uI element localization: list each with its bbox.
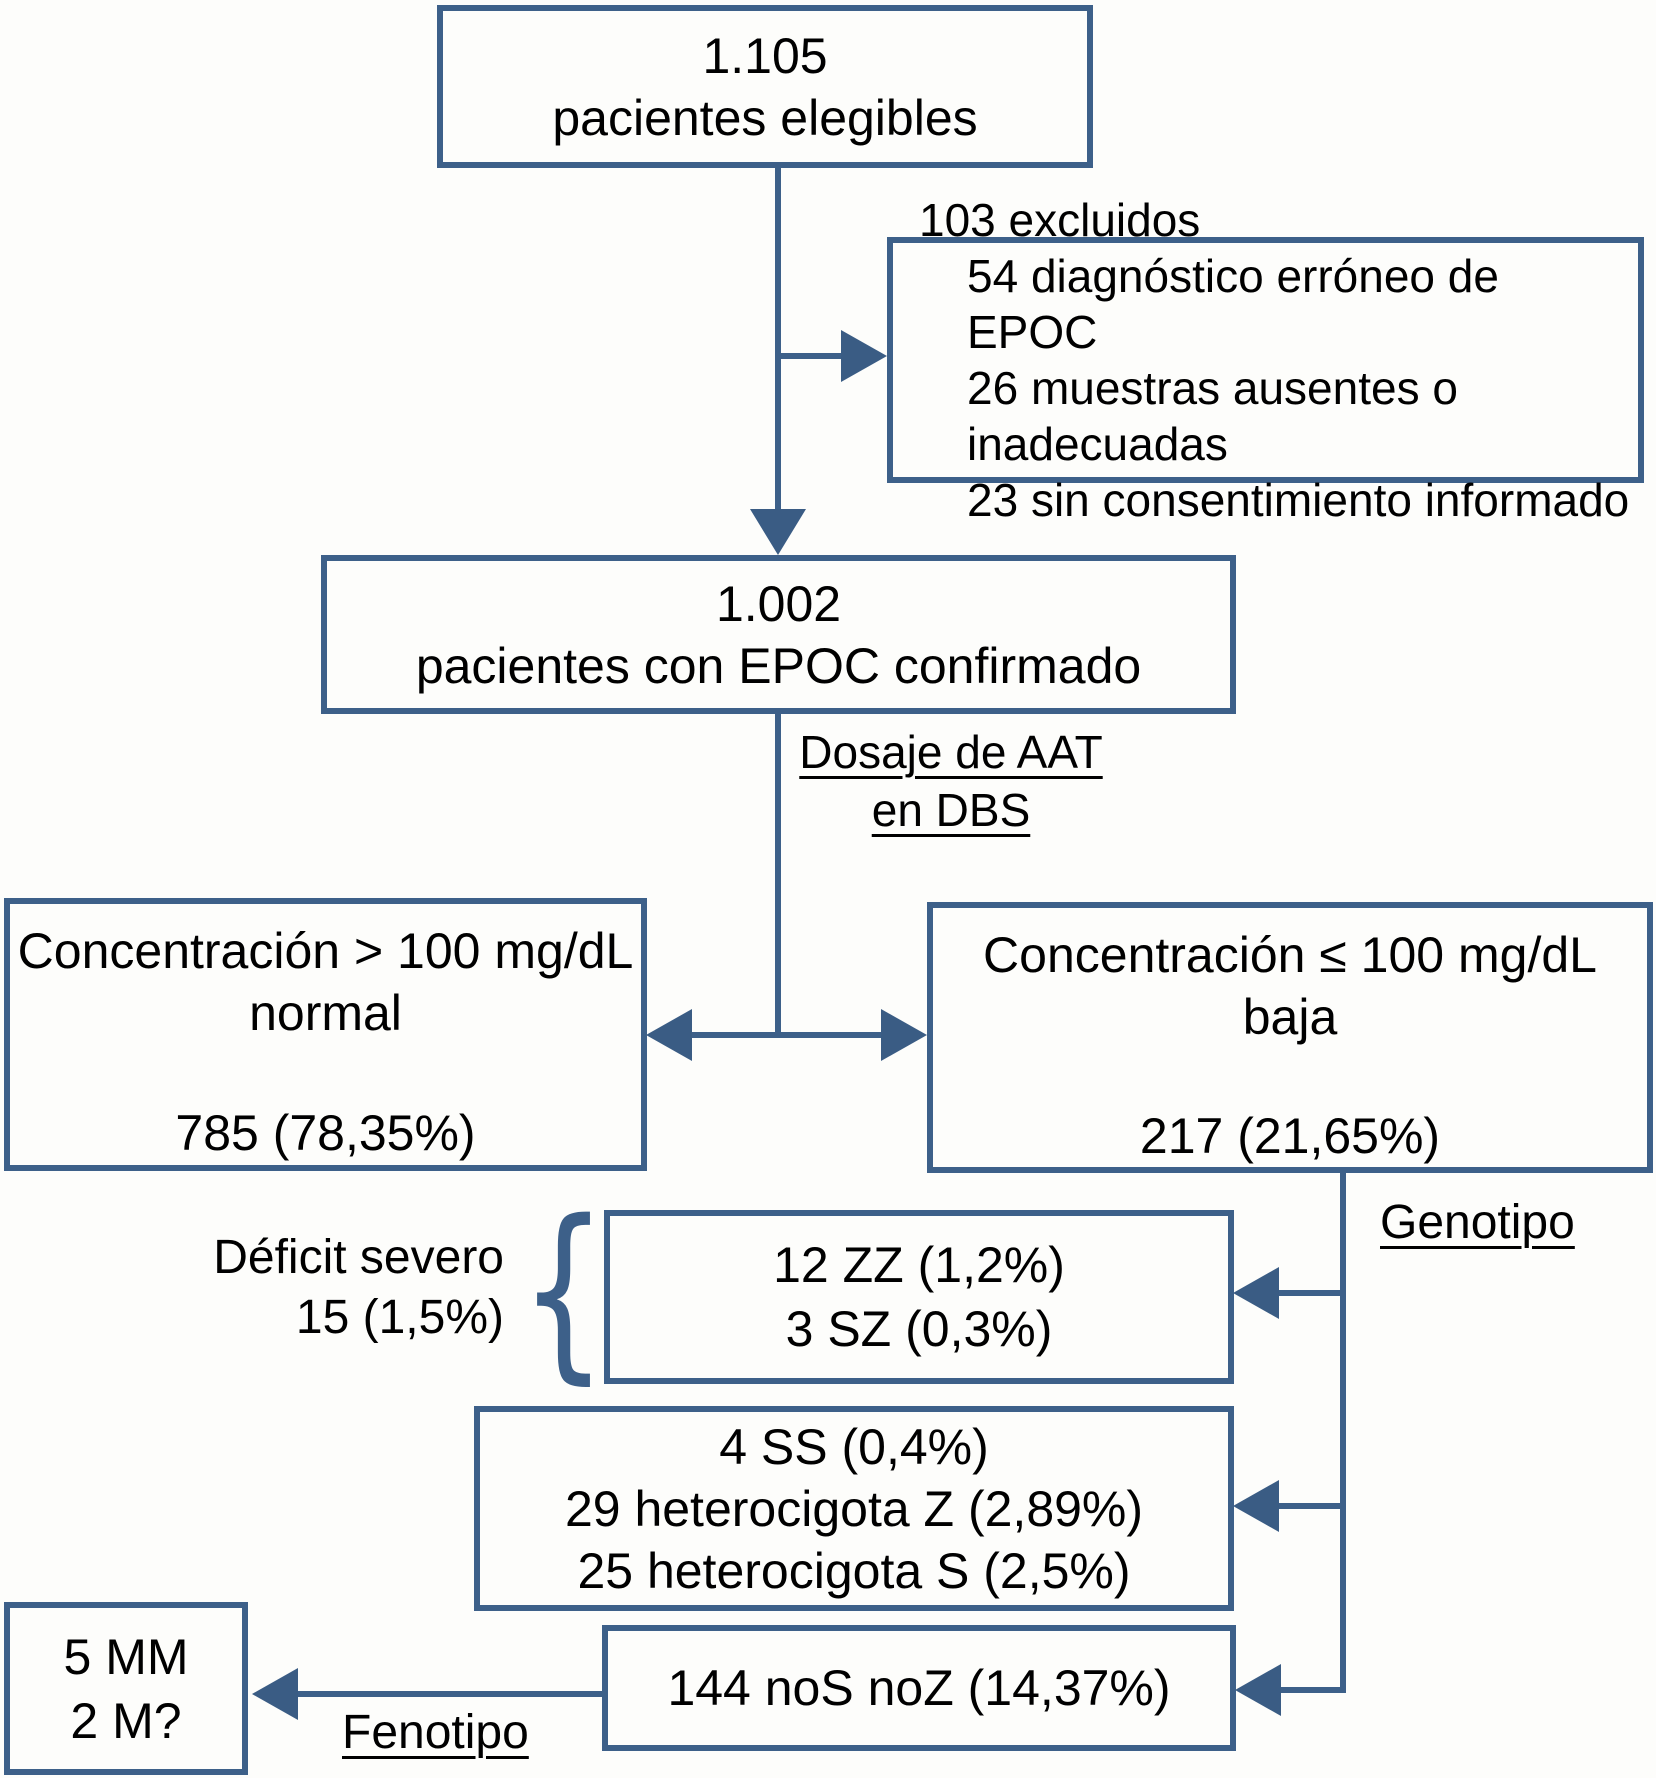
arrowhead-left-icon	[252, 1668, 298, 1720]
node-line: 4 SS (0,4%)	[719, 1418, 989, 1475]
arrowhead-left-icon	[1235, 1664, 1281, 1716]
node-line: 5 MM	[63, 1628, 189, 1685]
annotation-line: 15 (1,5%)	[295, 1291, 504, 1344]
node-phenotype-result: 5 MM 2 M?	[4, 1602, 248, 1775]
node-line: 3 SZ (0,3%)	[785, 1301, 1053, 1357]
connector-genotype-vertical	[1340, 1172, 1346, 1693]
excluded-item: 23 sin consentimiento informado	[967, 474, 1630, 526]
arrowhead-right-icon	[841, 330, 887, 382]
node-normal-concentration: Concentración > 100 mg/dL normal 785 (78…	[4, 898, 647, 1171]
node-line: 29 heterocigota Z (2,89%)	[564, 1480, 1144, 1537]
node-eligible-patients: 1.105 pacientes elegibles	[437, 5, 1093, 168]
node-line: 12 ZZ (1,2%)	[773, 1237, 1065, 1293]
edge-label-line: Dosaje de AAT	[799, 726, 1103, 778]
node-title: Concentración > 100 mg/dL	[17, 923, 634, 979]
arrowhead-left-icon	[1233, 1480, 1279, 1532]
annotation-line: Déficit severo	[213, 1231, 504, 1284]
node-other-genotypes: 4 SS (0,4%) 29 heterocigota Z (2,89%) 25…	[474, 1406, 1234, 1611]
connector-to-severe-genotypes	[1278, 1290, 1346, 1296]
node-line: 144 noS noZ (14,37%)	[667, 1660, 1171, 1716]
node-line: 2 M?	[70, 1692, 182, 1749]
connector-confirmed-to-split	[775, 714, 781, 1038]
connector-to-nos-noz	[1280, 1687, 1346, 1693]
connector-branch-to-excluded	[778, 353, 842, 359]
node-title: Concentración ≤ 100 mg/dL	[983, 927, 1597, 983]
edge-label-phenotype: Fenotipo	[342, 1706, 529, 1759]
node-nos-noz: 144 noS noZ (14,37%)	[602, 1625, 1236, 1751]
annotation-severe-deficit: Déficit severo 15 (1,5%)	[178, 1228, 504, 1348]
left-curly-brace-icon: {	[520, 1180, 608, 1401]
node-value: 785 (78,35%)	[175, 1105, 476, 1161]
spacer	[10, 1044, 641, 1102]
node-subtitle: normal	[249, 985, 402, 1041]
edge-label-line: en DBS	[871, 784, 1031, 836]
connector-split-horizontal	[688, 1032, 885, 1038]
excluded-item: 54 diagnóstico erróneo de EPOC	[967, 250, 1499, 358]
connector-to-other-genotypes	[1278, 1503, 1346, 1509]
node-line: 1.105	[702, 27, 828, 84]
connector-eligible-to-confirmed	[775, 167, 781, 509]
excluded-item: 26 muestras ausentes o inadecuadas	[967, 362, 1458, 470]
connector-phenotype	[296, 1691, 602, 1697]
node-low-concentration: Concentración ≤ 100 mg/dL baja 217 (21,6…	[927, 902, 1653, 1173]
node-severe-deficit-genotypes: 12 ZZ (1,2%) 3 SZ (0,3%)	[604, 1210, 1234, 1384]
node-line: 25 heterocigota S (2,5%)	[577, 1542, 1131, 1599]
edge-label-aat-dosage: Dosaje de AAT en DBS	[791, 723, 1111, 839]
node-line: pacientes elegibles	[552, 89, 978, 146]
node-value: 217 (21,65%)	[1139, 1108, 1441, 1164]
node-line: pacientes con EPOC confirmado	[415, 637, 1142, 694]
spacer	[933, 1048, 1647, 1105]
node-subtitle: baja	[1242, 989, 1338, 1045]
node-line: 1.002	[715, 575, 842, 632]
excluded-title: 103 excluidos	[919, 194, 1201, 246]
arrowhead-right-icon	[881, 1009, 927, 1061]
node-excluded-patients: 103 excluidos 54 diagnóstico erróneo de …	[887, 194, 1644, 526]
arrowhead-down-icon	[750, 509, 806, 555]
arrowhead-left-icon	[1233, 1267, 1279, 1319]
arrowhead-left-icon	[646, 1009, 692, 1061]
edge-label-genotype: Genotipo	[1380, 1196, 1575, 1249]
node-confirmed-copd: 1.002 pacientes con EPOC confirmado	[321, 555, 1236, 714]
